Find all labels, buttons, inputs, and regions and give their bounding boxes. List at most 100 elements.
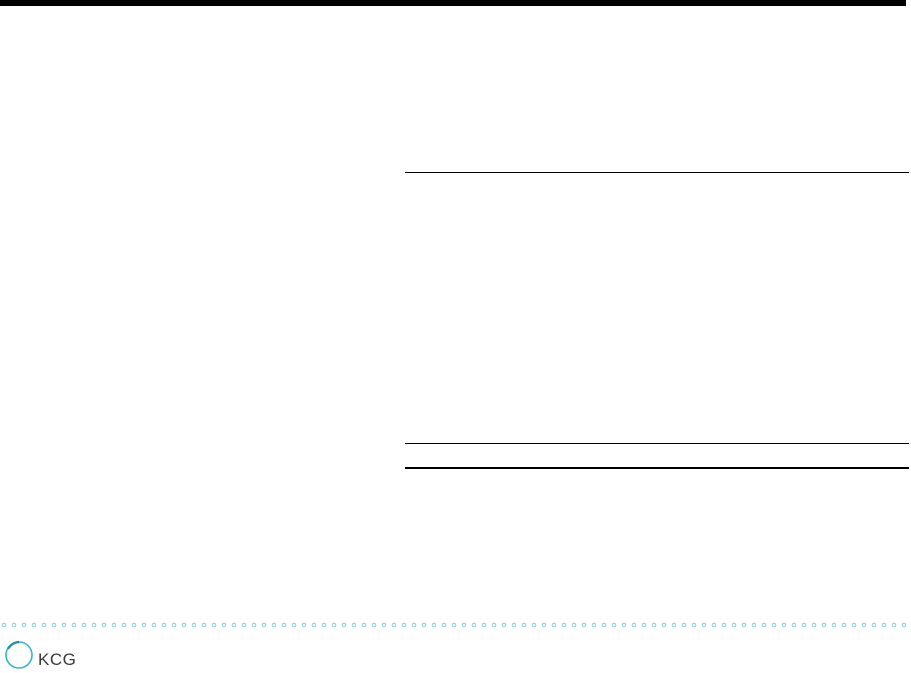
divider-dot (251, 622, 257, 628)
divider-dot (501, 622, 507, 628)
divider-dot (721, 622, 727, 628)
divider-dot (301, 622, 307, 628)
divider-dot (791, 622, 797, 628)
table-total-rule (405, 467, 909, 469)
divider-dot (641, 622, 647, 628)
divider-dot (381, 622, 387, 628)
divider-dot (311, 622, 317, 628)
divider-dot (181, 622, 187, 628)
top-header-rule (0, 0, 906, 6)
divider-dot (71, 622, 77, 628)
divider-dot (891, 622, 897, 628)
divider-dot (401, 622, 407, 628)
divider-dot (361, 622, 367, 628)
divider-dot (231, 622, 237, 628)
divider-dot (121, 622, 127, 628)
divider-dot (341, 622, 347, 628)
divider-dot (421, 622, 427, 628)
divider-dot (851, 622, 857, 628)
divider-dot (111, 622, 117, 628)
divider-dot (241, 622, 247, 628)
divider-dot (331, 622, 337, 628)
table-subtotal-rule (405, 443, 909, 444)
divider-dot (291, 622, 297, 628)
divider-dot (701, 622, 707, 628)
divider-dot (151, 622, 157, 628)
divider-dot (261, 622, 267, 628)
divider-dot (581, 622, 587, 628)
divider-dot (211, 622, 217, 628)
divider-dot (691, 622, 697, 628)
divider-dot (761, 622, 767, 628)
footer-logo: KCG (4, 637, 76, 673)
divider-dot (631, 622, 637, 628)
divider-dot (491, 622, 497, 628)
divider-dot (481, 622, 487, 628)
divider-dot (431, 622, 437, 628)
divider-dot (81, 622, 87, 628)
divider-dot (621, 622, 627, 628)
divider-dot (1, 622, 7, 628)
divider-dot (541, 622, 547, 628)
divider-dot (831, 622, 837, 628)
divider-dot (531, 622, 537, 628)
divider-dot (161, 622, 167, 628)
divider-dot (321, 622, 327, 628)
divider-dot (601, 622, 607, 628)
divider-dot (131, 622, 137, 628)
divider-dot (271, 622, 277, 628)
divider-dot (561, 622, 567, 628)
table-header-rule (405, 172, 909, 173)
logo-text: KCG (38, 650, 77, 669)
divider-dot (351, 622, 357, 628)
divider-dot (781, 622, 787, 628)
divider-dot (681, 622, 687, 628)
footer-dotted-divider (1, 622, 907, 628)
divider-dot (821, 622, 827, 628)
divider-dot (841, 622, 847, 628)
divider-dot (511, 622, 517, 628)
divider-dot (671, 622, 677, 628)
divider-dot (191, 622, 197, 628)
divider-dot (461, 622, 467, 628)
divider-dot (281, 622, 287, 628)
divider-dot (861, 622, 867, 628)
divider-dot (771, 622, 777, 628)
divider-dot (91, 622, 97, 628)
divider-dot (21, 622, 27, 628)
divider-dot (441, 622, 447, 628)
divider-dot (751, 622, 757, 628)
divider-dot (551, 622, 557, 628)
divider-dot (101, 622, 107, 628)
divider-dot (171, 622, 177, 628)
divider-dot (881, 622, 887, 628)
divider-dot (591, 622, 597, 628)
divider-dot (221, 622, 227, 628)
divider-dot (11, 622, 17, 628)
divider-dot (901, 622, 907, 628)
divider-dot (201, 622, 207, 628)
divider-dot (41, 622, 47, 628)
divider-dot (391, 622, 397, 628)
divider-dot (51, 622, 57, 628)
divider-dot (141, 622, 147, 628)
divider-dot (871, 622, 877, 628)
divider-dot (371, 622, 377, 628)
divider-dot (711, 622, 717, 628)
divider-dot (451, 622, 457, 628)
divider-dot (411, 622, 417, 628)
divider-dot (731, 622, 737, 628)
divider-dot (521, 622, 527, 628)
divider-dot (741, 622, 747, 628)
divider-dot (611, 622, 617, 628)
divider-dot (571, 622, 577, 628)
divider-dot (801, 622, 807, 628)
divider-dot (31, 622, 37, 628)
divider-dot (471, 622, 477, 628)
divider-dot (651, 622, 657, 628)
divider-dot (61, 622, 67, 628)
divider-dot (811, 622, 817, 628)
kcg-ring-logo-icon (5, 640, 33, 669)
divider-dot (661, 622, 667, 628)
